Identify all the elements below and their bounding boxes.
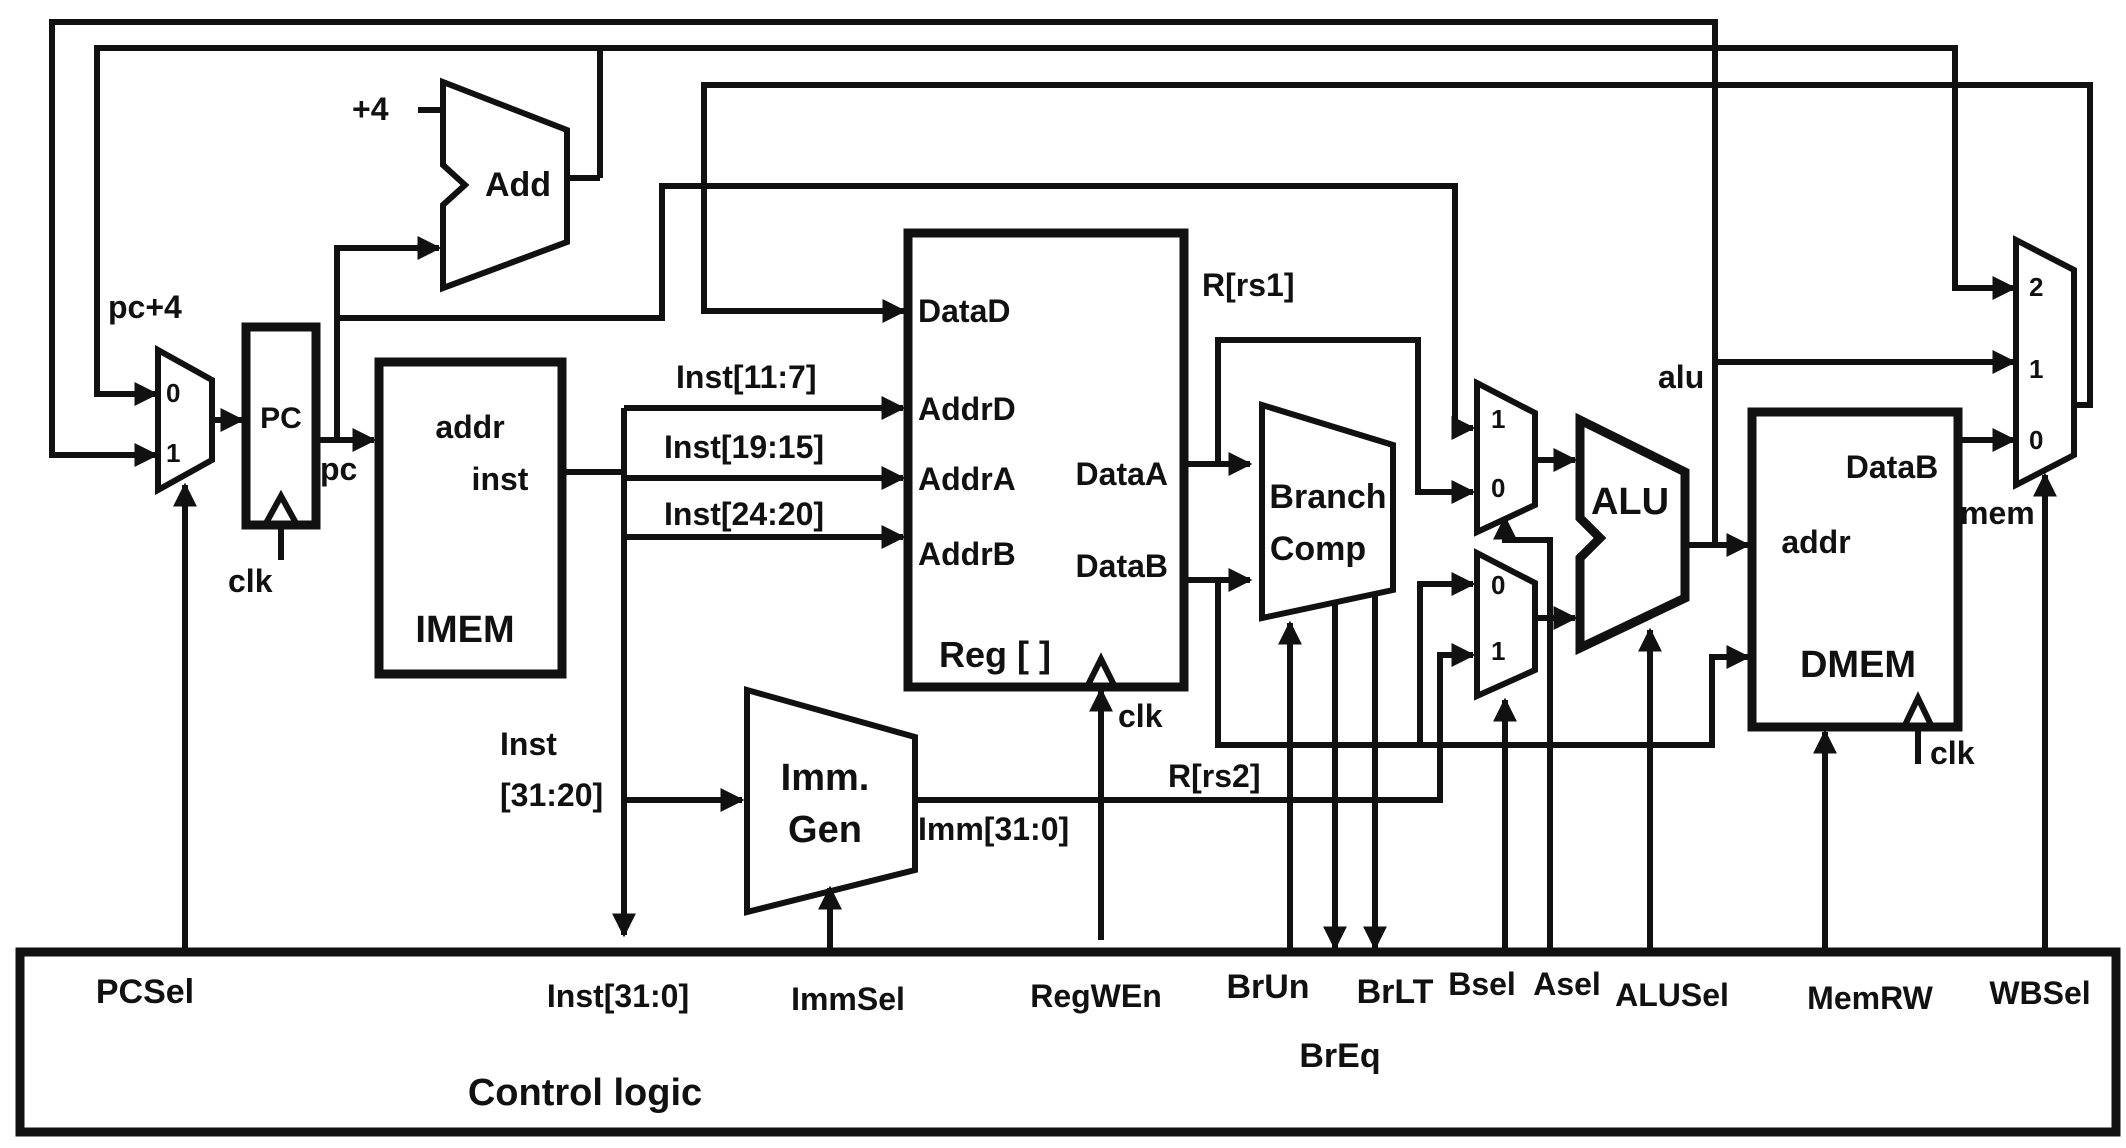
imem-label: IMEM [415,609,514,651]
immsel-label: ImmSel [791,981,905,1017]
wb-mux-port-1: 1 [2029,354,2043,384]
asel-label: Asel [1533,966,1601,1002]
inst-control-label: Inst[31:0] [547,978,689,1014]
dmem-datab-label: DataB [1846,449,1938,485]
control-logic-label: Control logic [468,1072,702,1114]
bsel-mux: 0 1 [1474,548,1538,701]
datab-port-label: DataB [1076,548,1168,584]
immgen-label-2: Gen [788,809,862,851]
pc-register-label: PC [260,402,302,435]
asel-mux-port-0: 0 [1491,473,1505,503]
pc-mux-port-0: 0 [166,378,180,408]
mem-wire-label: mem [1960,495,2035,531]
pc-mux-port-1: 1 [166,438,180,468]
bsel-mux-port-1: 1 [1491,636,1505,666]
addrd-port-label: AddrD [918,391,1016,427]
wb-mux-port-0: 0 [2029,425,2043,455]
inst-imm-label-2: [31:20] [500,777,603,813]
branch-label-2: Comp [1270,530,1366,568]
brlt-label: BrLT [1357,973,1434,1011]
inst-rs2-label: Inst[24:20] [664,496,824,532]
inst-rs1-label: Inst[19:15] [664,429,824,465]
rs2-wire-label: R[rs2] [1168,758,1260,794]
memrw-label: MemRW [1807,980,1933,1016]
bsel-mux-port-0: 0 [1491,570,1505,600]
breq-label: BrEq [1299,1037,1380,1075]
alu-block: ALU [1575,412,1690,656]
register-file: DataD AddrD AddrA AddrB DataA DataB Reg … [903,228,1189,692]
alusel-label: ALUSel [1615,977,1729,1013]
pc-to-adder-wire [334,236,442,440]
regwen-label: RegWEn [1030,978,1162,1014]
pc-jump-feedback-wire [49,19,1718,545]
regfile-clk-label: clk [1118,698,1163,734]
addra-port-label: AddrA [918,461,1016,497]
datab-to-dmem-wire [1420,645,1751,748]
branch-comparator: Branch Comp [1259,400,1396,622]
writeback-wire [701,82,2093,408]
imm-wire [915,643,1476,803]
brun-label: BrUn [1226,968,1309,1006]
dmem-block: DataB addr DMEM [1747,407,1963,732]
rs1-wire-label: R[rs1] [1202,267,1294,303]
branch-label-1: Branch [1269,478,1386,516]
control-logic-block: Control logic [15,947,2121,1137]
bsel-label: Bsel [1448,966,1516,1002]
pc4-to-wbmux-wire [600,45,2017,300]
pc4-to-pcmux-wire [94,45,603,406]
asel-mux: 1 0 [1474,378,1538,537]
const-four-label: +4 [352,91,389,127]
imm-out-label: Imm[31:0] [918,811,1069,847]
pc-wire-label: pc [320,451,357,487]
imem-inst-label: inst [472,461,529,497]
dmem-addr-label: addr [1781,524,1850,560]
imem-addr-label: addr [435,409,504,445]
wb-mux: 2 1 0 [2013,235,2077,490]
datad-port-label: DataD [918,293,1010,329]
dmem-label: DMEM [1800,644,1916,686]
wb-mux-port-2: 2 [2029,272,2043,302]
pc4-label: pc+4 [108,289,182,325]
pc-clk-label: clk [228,563,273,599]
pcsel-label: PCSel [96,973,194,1011]
alu-wire-label: alu [1658,359,1704,395]
asel-mux-port-1: 1 [1491,404,1505,434]
dmem-clk-label: clk [1930,735,1975,771]
wires [49,19,2093,951]
addrb-port-label: AddrB [918,536,1016,572]
dataa-port-label: DataA [1076,456,1168,492]
regfile-label: Reg [ ] [939,634,1051,675]
imem-block: addr inst IMEM [374,357,567,679]
pc-adder: Add [440,77,570,293]
alu-label: ALU [1591,481,1669,523]
pc-to-asel-wire [337,183,1476,440]
immgen-label-1: Imm. [781,757,870,799]
imm-gen-block: Imm. Gen [744,686,918,916]
pc-mux: 0 1 [155,344,215,496]
adder-label: Add [485,166,551,204]
pc-register: PC [241,322,321,530]
wbsel-label: WBSel [1989,975,2090,1011]
inst-imm-label-1: Inst [500,726,557,762]
inst-rd-label: Inst[11:7] [676,359,816,395]
